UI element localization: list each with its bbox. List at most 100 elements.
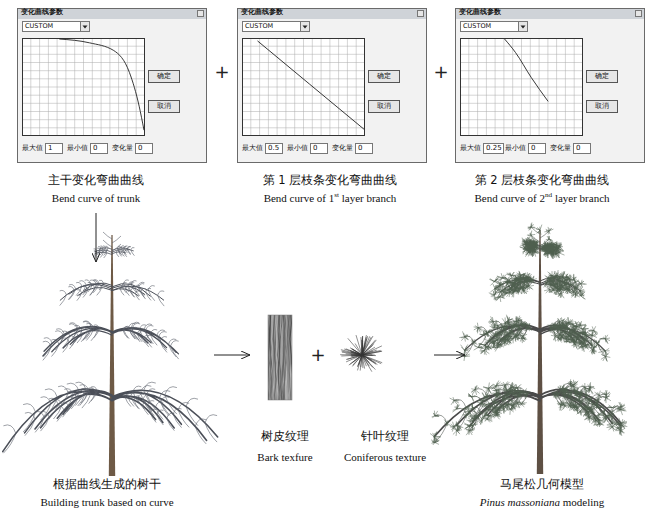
caption: 主干变化弯曲曲线 <box>48 174 144 188</box>
bark-streak <box>279 315 281 400</box>
bend-curve <box>59 39 144 130</box>
button: 取消 <box>368 100 400 113</box>
bark-streak <box>268 315 271 400</box>
curve-grid <box>242 38 365 136</box>
dropdown-button <box>300 22 309 31</box>
window-title: 变化曲线参数 <box>459 9 501 17</box>
close-box <box>635 10 642 17</box>
bark-streak <box>282 315 285 400</box>
tree-branches <box>60 283 164 300</box>
dropdown-value: CUSTOM <box>463 23 491 30</box>
field-value: 0 <box>138 145 142 153</box>
bark-streak <box>284 315 285 400</box>
field-value: 0 <box>576 145 580 153</box>
dropdown-arrow <box>83 26 88 29</box>
input-field: 0 <box>528 143 546 154</box>
button-label: 取消 <box>157 103 171 111</box>
field-label: 最小值 <box>67 144 88 152</box>
input-field: 0 <box>355 143 373 154</box>
dropdown-arrow <box>521 26 526 29</box>
dropdown-button <box>80 22 89 31</box>
curve-dialog: 变化曲线参数最大值最小值变化量第 2 层枝条变化弯曲曲线Bend curve o… <box>455 8 645 210</box>
button: 取消 <box>586 100 618 113</box>
field-value: 0 <box>313 145 317 153</box>
close-box <box>197 10 204 17</box>
grid-lines <box>243 39 364 135</box>
tree-trunk <box>537 230 543 474</box>
flow-arrow <box>434 355 465 356</box>
field-value: 1 <box>48 145 52 153</box>
dropdown-value: CUSTOM <box>25 23 53 30</box>
caption: 马尾松几何模型 <box>500 478 584 492</box>
curve-grid <box>22 38 145 136</box>
caption: Bark texfure <box>257 451 312 464</box>
caption: 第 1 层枝条变化弯曲曲线 <box>263 174 398 188</box>
input-field: 0 <box>310 143 328 154</box>
field-value: 0.25 <box>486 145 502 153</box>
tree-twigs <box>3 232 217 453</box>
caption: Bend curve of 2nd layer branch <box>474 192 609 205</box>
grid-area <box>243 39 365 136</box>
curve-dialog: 变化曲线参数最大值最小值变化量第 1 层枝条变化弯曲曲线Bend curve o… <box>237 8 427 210</box>
field-label: 变化量 <box>112 144 133 152</box>
dropdown-arrow <box>303 26 308 29</box>
caption: Bend curve of 1st layer branch <box>264 192 397 205</box>
caption: Building trunk based on curve <box>40 496 173 509</box>
plus-sign: + <box>214 63 229 81</box>
tree-twigs <box>435 227 621 443</box>
caption: 第 2 层枝条变化弯曲曲线 <box>475 174 610 188</box>
button-label: 确定 <box>595 73 609 81</box>
field-label: 最大值 <box>460 144 481 152</box>
plus-sign: + <box>310 346 325 364</box>
field-value: 0 <box>93 145 97 153</box>
flow-arrow <box>96 213 97 262</box>
caption: 根据曲线生成的树干 <box>53 478 161 492</box>
bark-streak <box>289 315 291 400</box>
grid-lines <box>461 39 582 135</box>
input-field: 0.5 <box>265 143 283 154</box>
field-label: 变化量 <box>332 144 353 152</box>
field-value: 0.5 <box>268 145 279 153</box>
field-label: 变化量 <box>550 144 571 152</box>
bark-streak <box>276 315 278 400</box>
field-value: 0 <box>531 145 535 153</box>
button-label: 取消 <box>595 103 609 111</box>
bark-edge <box>268 315 292 400</box>
curve-grid <box>460 38 583 136</box>
dropdown-button <box>518 22 527 31</box>
caption: Pinus massoniana modeling <box>480 496 605 509</box>
button-label: 确定 <box>377 73 391 81</box>
plus-sign: + <box>433 63 448 81</box>
input-field: 0 <box>135 143 153 154</box>
bark-texture <box>265 315 294 403</box>
bark-streak <box>276 315 278 400</box>
bark-streak <box>278 315 282 400</box>
bark-streak <box>280 315 283 400</box>
caption: 树皮纹理 <box>261 430 309 444</box>
dropdown: CUSTOM <box>242 21 310 32</box>
dropdown-value: CUSTOM <box>245 23 273 30</box>
caption: 针叶纹理 <box>361 430 409 444</box>
input-field: 0 <box>573 143 591 154</box>
trunk-figure: 根据曲线生成的树干 Building trunk based on curve <box>8 262 212 512</box>
bark-figure: 树皮纹理 Bark texfure <box>250 312 320 472</box>
bark-streak <box>271 315 275 400</box>
dropdown: CUSTOM <box>22 21 90 32</box>
bend-curve <box>258 41 364 129</box>
bark-streak <box>268 315 271 400</box>
field-label: 最大值 <box>242 144 263 152</box>
tree-trunk <box>109 235 115 476</box>
field-label: 最大值 <box>22 144 43 152</box>
caption: Coniferous texture <box>344 451 426 464</box>
button: 取消 <box>148 100 180 113</box>
bend-curve <box>505 39 549 101</box>
input-field: 0 <box>90 143 108 154</box>
model-figure: 马尾松几何模型 Pinus massoniana modeling <box>465 228 620 512</box>
grid-area <box>23 39 145 136</box>
button-label: 取消 <box>377 103 391 111</box>
caption: Bend curve of trunk <box>52 192 140 205</box>
button: 确定 <box>586 70 618 83</box>
pine-model <box>430 223 627 475</box>
bark-streak <box>271 315 275 400</box>
